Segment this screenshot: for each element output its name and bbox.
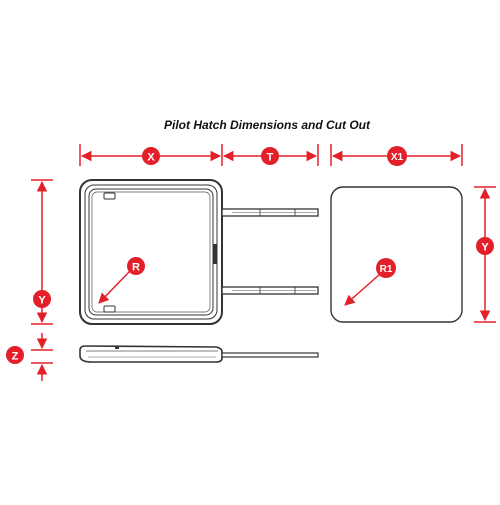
radius-r1-callout: R1	[344, 258, 396, 306]
label-badge-r	[127, 257, 145, 275]
radius-r-callout: R	[98, 257, 145, 304]
label-badge-y-right	[476, 237, 494, 255]
latch-bottom-icon	[103, 305, 116, 313]
hinge-icon	[213, 244, 217, 264]
label-badge-y-left	[33, 290, 51, 308]
label-r1: R1	[380, 264, 393, 275]
hatch-top-view	[79, 179, 223, 325]
dimension-t: T	[222, 144, 319, 166]
dimension-x: X	[79, 144, 223, 166]
dimension-z: Z	[6, 333, 53, 381]
label-badge-z	[6, 346, 24, 364]
label-x: X	[147, 152, 155, 164]
latch-top-icon	[103, 192, 116, 200]
label-badge-x1	[387, 146, 407, 166]
label-r: R	[132, 262, 140, 274]
label-x1: X1	[391, 152, 404, 163]
label-badge-t	[261, 147, 279, 165]
hatch-side-profile	[79, 345, 319, 363]
hatch-arms	[221, 208, 319, 295]
dimension-y-right: Y	[474, 186, 496, 323]
dimension-x1: X1	[330, 144, 463, 166]
label-z: Z	[12, 351, 19, 363]
label-y-right: Y	[481, 242, 489, 254]
dimension-y-left: Y	[31, 179, 53, 325]
diagram-title: Pilot Hatch Dimensions and Cut Out	[163, 118, 370, 132]
label-t: T	[267, 152, 274, 164]
label-badge-x	[142, 147, 160, 165]
label-badge-r1	[376, 258, 396, 278]
label-y-left: Y	[38, 295, 46, 307]
cut-out-template	[330, 186, 463, 323]
